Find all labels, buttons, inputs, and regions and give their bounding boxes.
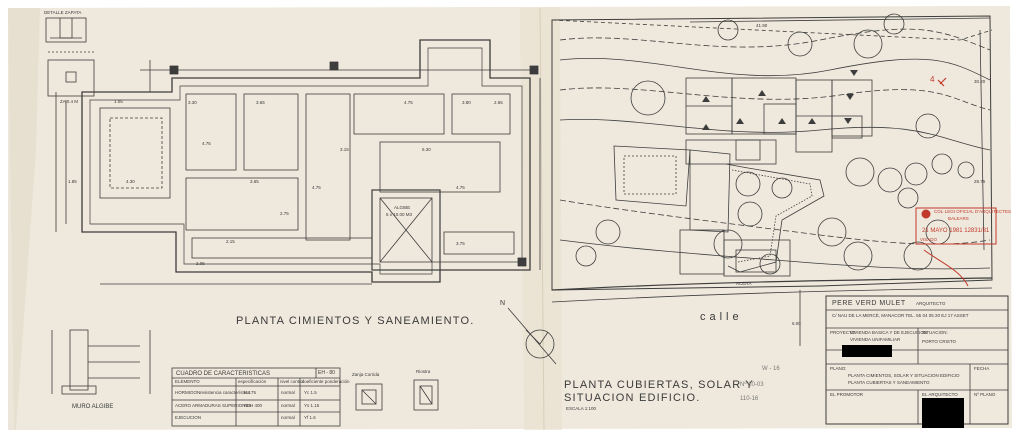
table-header: especificación xyxy=(238,379,267,384)
dim-label: 4.75 xyxy=(312,185,321,190)
promoter-label: EL PROMOTOR xyxy=(830,392,864,397)
plan-line2: PLANTA CUBIERTAS Y SANEAMIENTO xyxy=(848,380,930,385)
table-header: coeficiente ponderación xyxy=(302,379,350,384)
table-code: EH - 80 xyxy=(318,370,335,376)
dim-label: 30.20 xyxy=(974,79,986,84)
table-header: ELEMENTO xyxy=(175,379,200,384)
dim-label: 3.65 xyxy=(256,100,265,105)
location-label: SITUACION: xyxy=(922,330,948,335)
roofs-plan-title-line1: PLANTA CUBIERTAS, SOLAR Y xyxy=(564,379,754,391)
stamp-number: 21 MAYO 1981 12831/81 xyxy=(922,228,990,234)
table-cell: ACERO ARMADURAS SUPERIORES xyxy=(175,403,252,408)
pencil-note: Nº 10-03 xyxy=(740,382,764,388)
dim-label: 1.05 xyxy=(114,99,123,104)
dim-label: 6.00 xyxy=(792,321,801,326)
tank-label: ALGIBE xyxy=(394,205,411,210)
dim-label: 28.75 xyxy=(974,179,986,184)
project-label: PROYECTO: xyxy=(830,330,857,335)
plan-label: PLANO: xyxy=(830,366,847,371)
dim-label: 6.30 xyxy=(422,147,431,152)
footing-detail-label: DETALLE ZAPATA xyxy=(44,10,82,15)
table-cell: normal xyxy=(281,403,295,408)
trench-label: Zanja Corrida xyxy=(352,372,380,377)
scale-label: ESCALA 1:100 xyxy=(566,406,597,411)
location-value: PORTO CRISTO xyxy=(922,339,957,344)
foundations-plan-title: PLANTA CIMIENTOS Y SANEAMIENTO. xyxy=(236,315,475,327)
date-label: FECHA xyxy=(974,366,990,371)
street-label: calle xyxy=(700,311,743,323)
footing-size-label: ZA 0.4 M xyxy=(60,99,79,104)
stamp-line1: COL·LEGI OFICIAL D'ARQUITECTES xyxy=(934,209,1011,214)
dim-label: 41.90 xyxy=(756,23,768,28)
slab-label: Riostra xyxy=(416,369,431,374)
dim-label: 4.30 xyxy=(126,179,135,184)
dim-label: 3.75 xyxy=(456,241,465,246)
north-label: N xyxy=(500,300,506,307)
project-line2: VIVIENDA UNIFAMILIAR xyxy=(850,337,901,342)
table-title: CUADRO DE CARACTERISTICAS xyxy=(176,371,271,377)
table-cell: HORMIGON xyxy=(175,390,201,395)
table-cell: normal xyxy=(281,415,295,420)
dim-label: 2.15 xyxy=(226,239,235,244)
sheet-number-label: Nº PLANO xyxy=(974,392,996,397)
dim-label: 3.30 xyxy=(188,100,197,105)
table-cell: Yc 1.5 xyxy=(304,390,317,395)
dim-label: 4.75 xyxy=(404,100,413,105)
table-cell: EJECUCION xyxy=(175,415,202,420)
dim-label: 3.65 xyxy=(250,179,259,184)
pencil-note: W - 16 xyxy=(762,366,780,372)
table-cell: Yf 1.6 xyxy=(304,415,316,420)
roofs-plan-title-line2: SITUACION EDIFICIO. xyxy=(564,392,701,404)
dim-label: 3.15 xyxy=(340,147,349,152)
architect-address: C/ NAU DE LA MERCÈ, MANACOR TEL. 55 04 0… xyxy=(832,313,969,318)
dim-label: 2.65 xyxy=(494,100,503,105)
stamp-note: VISADO xyxy=(920,237,938,242)
architect-role: ARQUITECTO xyxy=(916,301,946,306)
table-header: nivel control xyxy=(280,379,305,384)
tank-wall-label: MURO ALGIBE xyxy=(72,404,114,410)
architect-name: PERE VERD MULET xyxy=(832,300,906,307)
red-note: 4 xyxy=(930,75,935,84)
dim-label: 2.05 xyxy=(196,261,205,266)
table-cell: Ys 1.15 xyxy=(304,403,320,408)
dim-label: 2.75 xyxy=(280,211,289,216)
pencil-note: 110-16 xyxy=(740,396,759,402)
table-cell: normal xyxy=(281,390,295,395)
tank-dimension: 5 x 10.00 M3 xyxy=(386,212,413,217)
sidewalk-label: ACERA xyxy=(736,281,752,286)
plan-line1: PLANTA CIMIENTOS, SOLAR Y SITUACION EDIF… xyxy=(848,373,960,378)
dim-label: 3.80 xyxy=(462,100,471,105)
table-cell: AEH 400 xyxy=(244,403,263,408)
stamp-line2: BALEARS xyxy=(948,216,969,221)
dim-label: 1.85 xyxy=(68,179,77,184)
dim-label: 4.75 xyxy=(202,141,211,146)
table-cell: resistencia característica xyxy=(200,390,250,395)
dim-label: 4.75 xyxy=(456,185,465,190)
architect-sign-label: EL ARQUITECTO xyxy=(922,392,958,397)
table-cell: H 175 xyxy=(244,390,257,395)
project-line1: VIVIENDA BASICA Y DE EJECUCION xyxy=(850,330,928,335)
